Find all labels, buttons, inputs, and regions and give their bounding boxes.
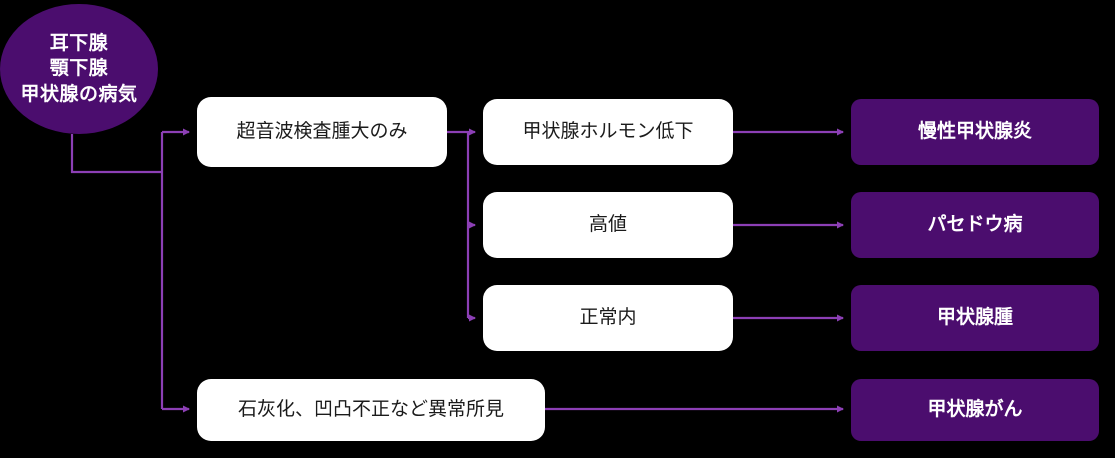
- node-goiter: 甲状腺腫: [851, 285, 1099, 351]
- node-label: 甲状腺がん: [927, 399, 1023, 421]
- node-abnormal-findings: 石灰化、凹凸不正など異常所見: [197, 379, 545, 441]
- node-label: 甲状腺腫: [936, 307, 1013, 329]
- start-node-line-1: 耳下腺: [49, 32, 109, 54]
- node-label: 石灰化、凹凸不正など異常所見: [237, 399, 504, 421]
- edge-root-trunk: [70, 134, 162, 174]
- node-label: 超音波検査腫大のみ: [236, 121, 408, 143]
- node-thyroid-hormone-high: 高値: [483, 192, 733, 258]
- start-node-thyroid-diseases: 耳下腺 顎下腺 甲状腺の病気: [0, 4, 158, 134]
- start-node-line-3: 甲状腺の病気: [20, 83, 138, 105]
- node-label: 高値: [588, 214, 627, 236]
- node-basedow-disease: パセドウ病: [851, 192, 1099, 258]
- node-label: パセドウ病: [927, 214, 1023, 236]
- node-thyroid-hormone-normal: 正常内: [483, 285, 733, 351]
- node-label: 慢性甲状腺炎: [917, 121, 1032, 143]
- node-thyroid-hormone-low: 甲状腺ホルモン低下: [483, 99, 733, 165]
- node-label: 甲状腺ホルモン低下: [522, 121, 694, 143]
- node-label: 正常内: [579, 307, 637, 329]
- node-ultrasound-enlargement-only: 超音波検査腫大のみ: [197, 97, 447, 167]
- start-node-line-2: 顎下腺: [49, 58, 109, 80]
- node-chronic-thyroiditis: 慢性甲状腺炎: [851, 99, 1099, 165]
- node-thyroid-cancer: 甲状腺がん: [851, 379, 1099, 441]
